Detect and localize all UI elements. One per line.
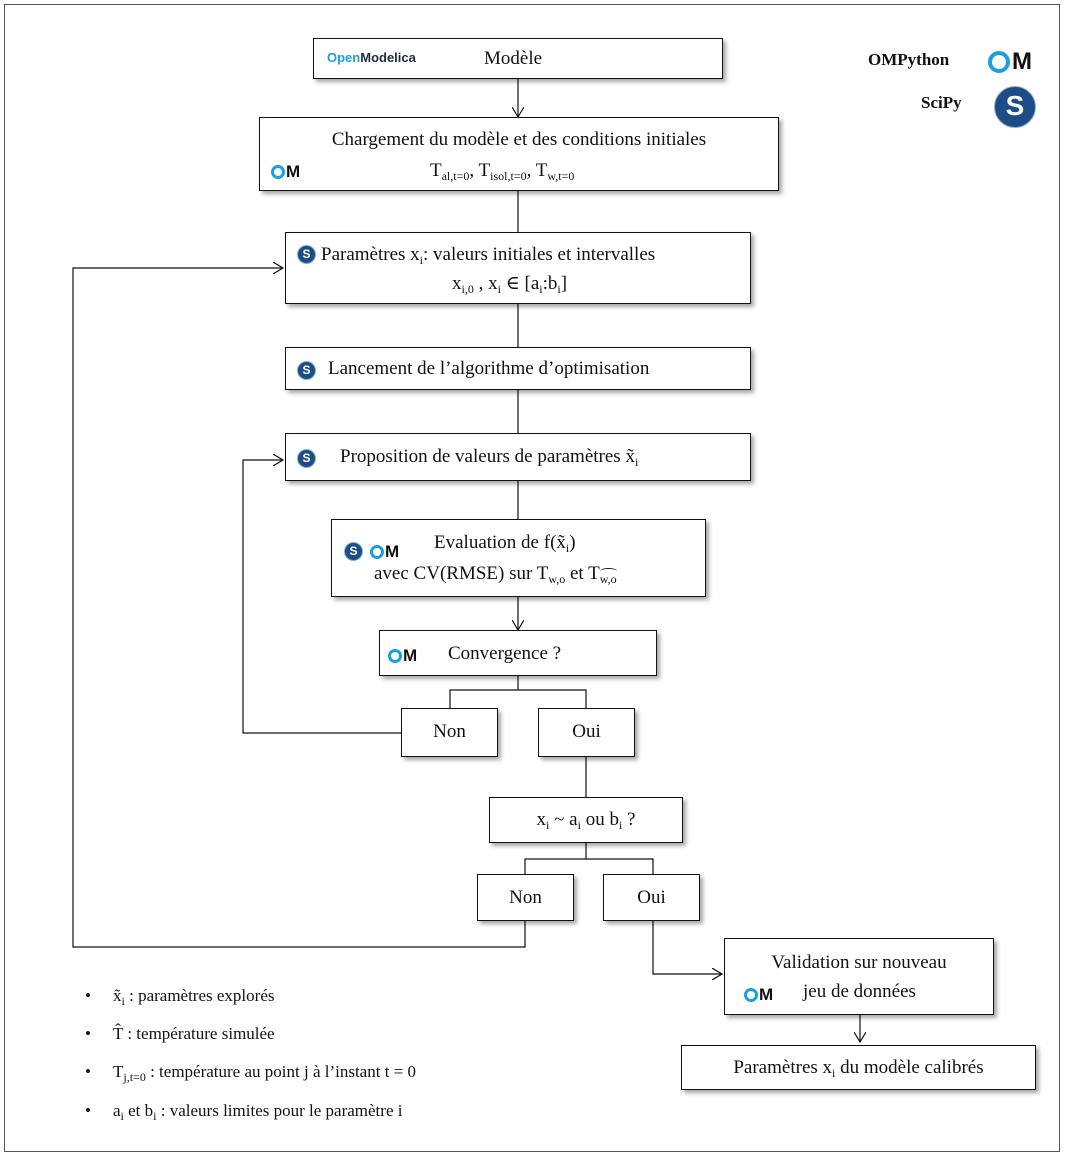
node-proposition: S Proposition de valeurs de paramètres x… [285, 433, 751, 481]
node-validation: Validation sur nouveau M jeu de données [724, 938, 994, 1015]
node-calibres: Paramètres xi du modèle calibrés [681, 1045, 1036, 1090]
scipy-logo-icon: S [297, 245, 316, 264]
figure-frame [4, 4, 1060, 1152]
om-logo-icon: M [744, 985, 773, 1005]
node-chargement-vars: Tal,t=0, Tisol,t=0, Tw,t=0 [430, 160, 575, 183]
om-logo-icon: M [988, 48, 1032, 76]
om-logo-icon: M [388, 646, 417, 666]
node-parametres: S Paramètres xi: valeurs initiales et in… [285, 232, 751, 304]
legend-item-explored: •x̃i : paramètres explorés [85, 986, 275, 1008]
node-lancement: S Lancement de l’algorithme d’optimisati… [285, 347, 751, 390]
edge-split-non2-oui2 [524, 858, 654, 874]
openmodelica-logo-icon: OpenModelica [327, 50, 416, 65]
node-oui-2-label: Oui [637, 887, 666, 908]
legend-item-temperature: •Tj,t=0 : température au point j à l’ins… [85, 1062, 417, 1084]
node-evaluation: S M Evaluation de f(x̃i) avec CV(RMSE) s… [331, 519, 706, 597]
node-chargement-title: Chargement du modèle et des conditions i… [331, 129, 707, 150]
edge-non-loop-proposition [242, 460, 401, 734]
scipy-logo-icon: S [994, 86, 1036, 128]
scipy-logo-icon: S [297, 449, 316, 468]
node-validation-line2: jeu de données [803, 981, 916, 1002]
node-convergence: M Convergence ? [379, 630, 657, 676]
om-logo-icon: M [271, 162, 300, 182]
scipy-label: SciPy [921, 93, 962, 112]
node-evaluation-line2: avec CV(RMSE) sur Tw,o et Tw,o [374, 563, 617, 586]
node-lancement-label: Lancement de l’algorithme d’optimisation [328, 358, 650, 379]
scipy-logo-icon: S [297, 361, 316, 380]
node-bound-check: xi ~ ai ou bi ? [489, 797, 683, 843]
variable-2: Tw,t=0 [535, 160, 575, 183]
node-proposition-label: Proposition de valeurs de paramètres x̃i [340, 446, 639, 469]
node-convergence-label: Convergence ? [448, 643, 562, 664]
node-non-1-label: Non [433, 721, 466, 742]
scipy-logo-icon: S [344, 542, 363, 561]
variable-0: Tal,t=0 [430, 160, 470, 183]
node-calibres-label: Paramètres xi du modèle calibrés [733, 1057, 984, 1080]
node-non-1: Non [401, 708, 498, 757]
node-chargement: Chargement du modèle et des conditions i… [259, 117, 779, 191]
node-bound-check-label: xi ~ ai ou bi ? [536, 809, 636, 832]
edge-non2-loop-parametres [72, 268, 526, 948]
ompython-label: OMPython [868, 50, 950, 69]
node-oui-1: Oui [538, 708, 635, 757]
node-oui-2: Oui [603, 874, 700, 921]
node-modele-label: Modèle [484, 48, 543, 69]
node-parametres-line1: Paramètres xi: valeurs initiales et inte… [321, 244, 656, 267]
node-non-2: Non [477, 874, 574, 921]
variable-1: Tisol,t=0 [478, 160, 527, 183]
legend-item-limits: •ai et bi : valeurs limites pour le para… [85, 1101, 403, 1123]
node-modele: OpenModelica Modèle [313, 38, 723, 79]
node-validation-line1: Validation sur nouveau [771, 952, 947, 973]
node-oui-1-label: Oui [572, 721, 601, 742]
om-logo-icon: M [370, 542, 399, 562]
node-non-2-label: Non [509, 887, 542, 908]
edge-oui2-validation [652, 921, 722, 974]
legend-item-simulated: •T̂ : température simulée [85, 1024, 275, 1043]
node-evaluation-line1: Evaluation de f(x̃i) [434, 532, 576, 555]
node-parametres-line2: xi,0 , xi ∈ [ai:bi] [452, 273, 568, 296]
edge-split-non-oui [449, 689, 587, 708]
